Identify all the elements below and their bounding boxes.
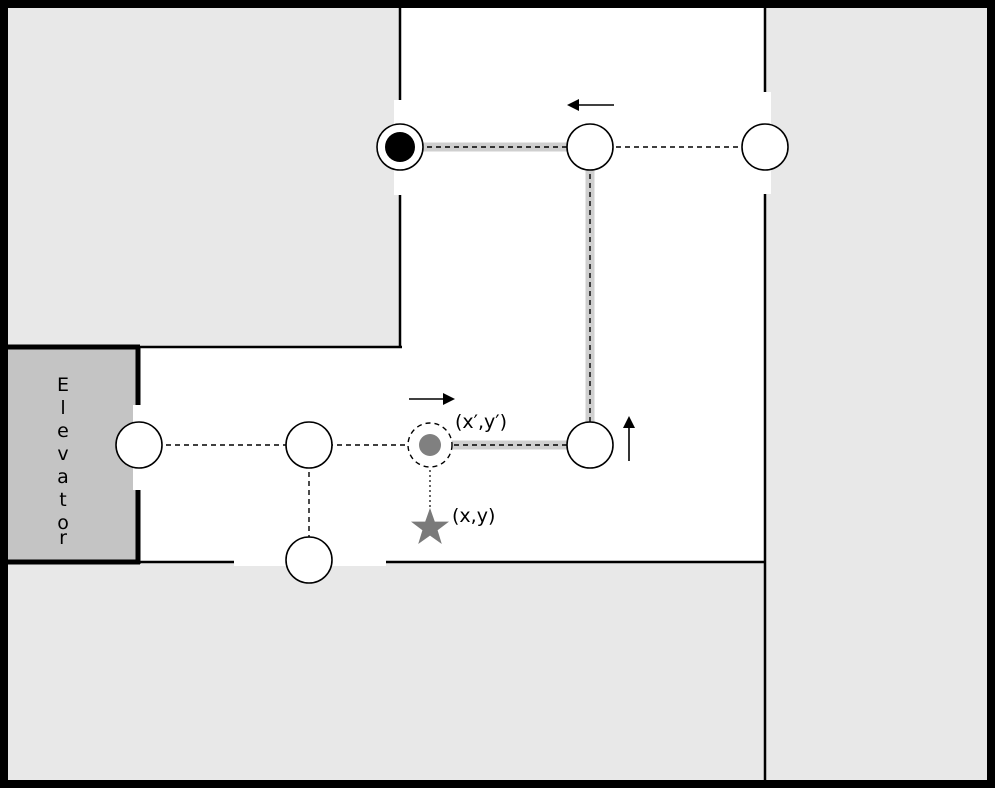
svg-text:o: o xyxy=(57,512,69,534)
node-hall xyxy=(285,421,333,469)
room-bottom xyxy=(4,562,765,784)
svg-text:E: E xyxy=(57,374,69,396)
arrow-right-icon xyxy=(409,393,455,405)
node-elevator-door xyxy=(115,421,163,469)
route-path xyxy=(400,142,595,450)
graph-nodes xyxy=(115,123,789,584)
star-icon xyxy=(411,508,449,544)
arrow-up-icon xyxy=(623,416,635,461)
svg-text:r: r xyxy=(59,527,67,549)
destination-marker-icon xyxy=(376,123,424,171)
svg-text:v: v xyxy=(57,443,68,465)
projected-point-label: (x′,y′) xyxy=(455,411,507,433)
arrow-left-icon xyxy=(567,99,614,111)
node-bottom-door xyxy=(285,536,333,584)
node-right-door xyxy=(741,123,789,171)
svg-text:e: e xyxy=(57,420,69,442)
elevator-label: E l e v a t o r xyxy=(57,374,69,549)
projected-point-marker xyxy=(407,422,453,468)
room-top-left xyxy=(4,4,400,348)
svg-text:t: t xyxy=(59,489,66,511)
position-label: (x,y) xyxy=(452,505,495,527)
node-corner-upper xyxy=(566,123,614,171)
elevator xyxy=(4,347,138,562)
node-corner-lower xyxy=(566,421,614,469)
svg-text:a: a xyxy=(57,466,69,488)
room-right xyxy=(765,4,991,784)
svg-text:l: l xyxy=(60,397,65,419)
